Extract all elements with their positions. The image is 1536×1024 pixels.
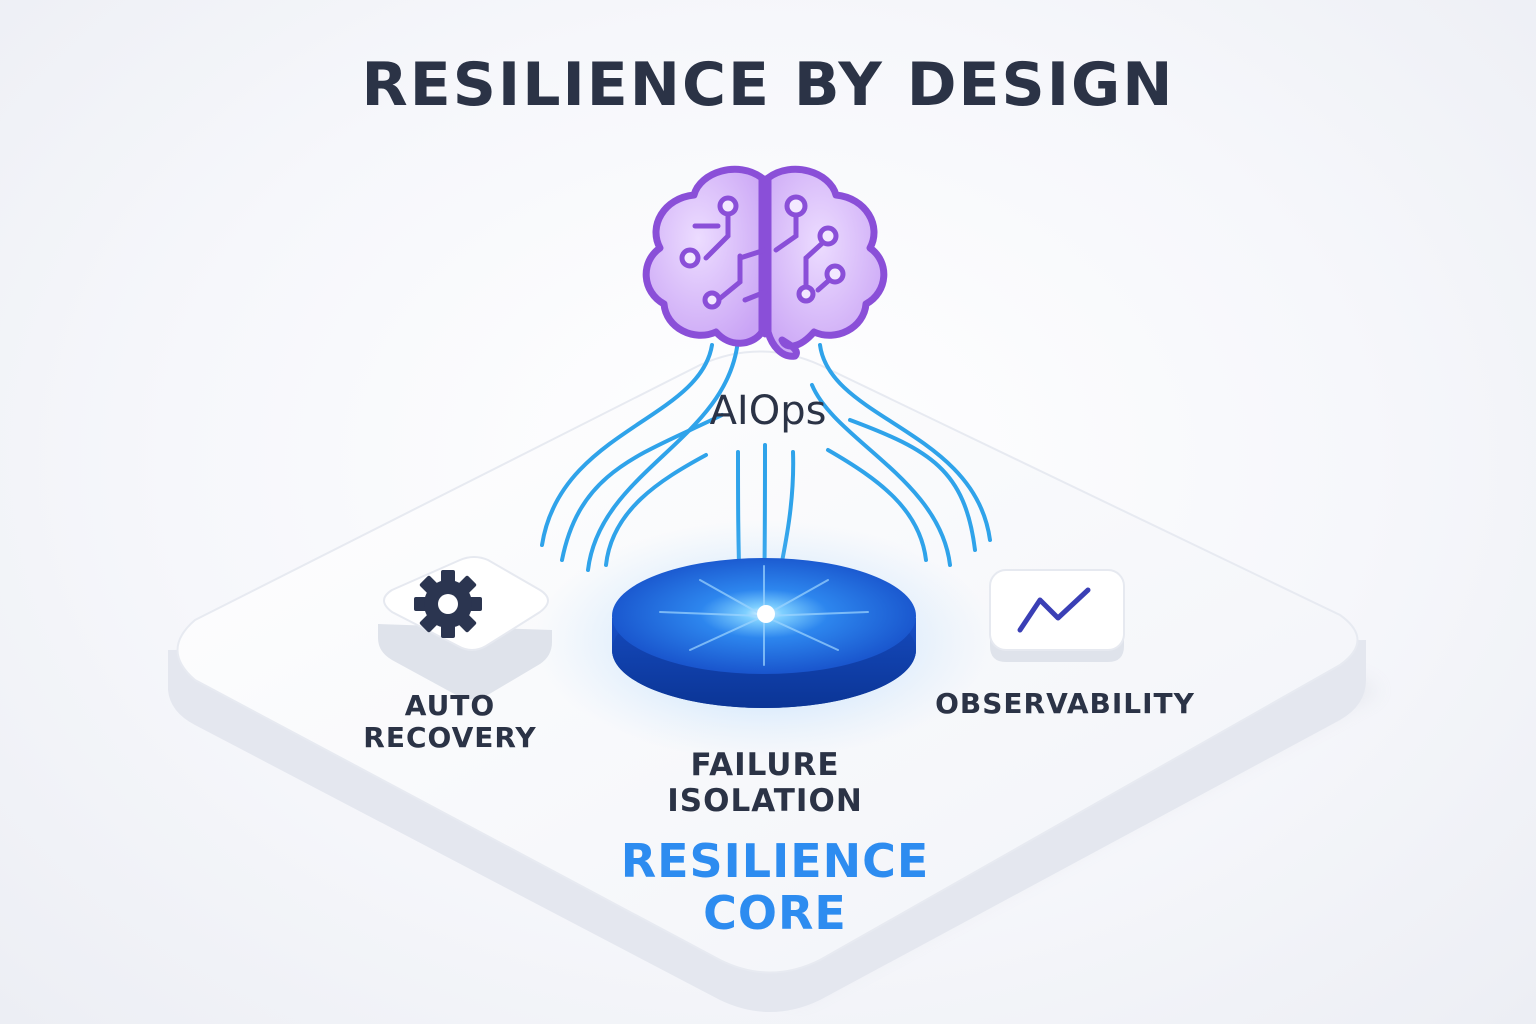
page-title: RESILIENCE BY DESIGN [361, 50, 1175, 120]
auto-recovery-line1: AUTO [404, 689, 496, 722]
failure-isolation-line1: FAILURE [690, 747, 840, 783]
auto-recovery-tile [378, 556, 552, 700]
resilience-core-line1: RESILIENCE [620, 834, 930, 888]
resilience-core-disc [612, 558, 916, 708]
failure-isolation-label: FAILURE ISOLATION [630, 747, 900, 819]
resilience-core-line2: CORE [703, 885, 847, 940]
brain-circuit-icon [642, 165, 888, 360]
observability-tile [989, 569, 1125, 662]
trend-line-icon [1017, 587, 1091, 633]
aiops-label: AIOps [709, 388, 827, 434]
failure-isolation-line2: ISOLATION [667, 782, 863, 819]
gear-icon [414, 570, 482, 638]
auto-recovery-label: AUTO RECOVERY [330, 689, 570, 755]
observability-label: OBSERVABILITY [935, 687, 1195, 720]
resilience-core-label: RESILIENCE CORE [570, 834, 980, 940]
auto-recovery-line2: RECOVERY [363, 721, 537, 755]
